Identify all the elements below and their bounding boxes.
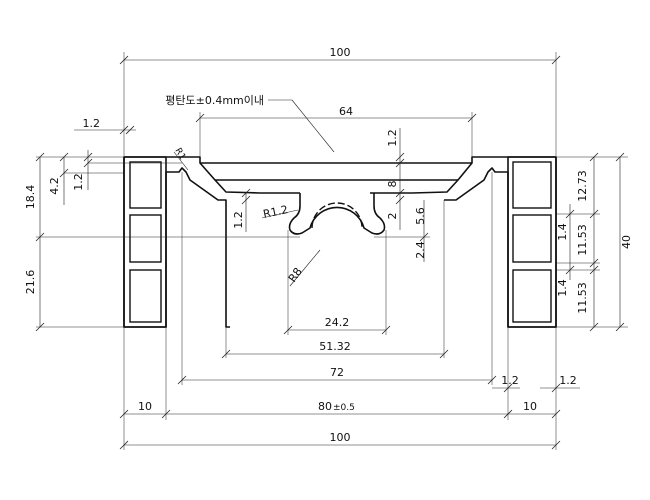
left-leg: [123, 156, 167, 328]
left-cavity-1: [129, 161, 162, 209]
dim-right-14a: 1.4: [556, 223, 569, 241]
dim-width-72: 72: [330, 366, 344, 379]
dim-width-10-left: 10: [138, 400, 152, 413]
dim-center-24: 2.4: [414, 241, 427, 259]
dim-left-sub-b: 1.2: [72, 173, 85, 191]
dim-width-80: 80: [318, 400, 332, 413]
dim-width-12b: 1.2: [559, 374, 577, 387]
center-arch-inner: [311, 202, 363, 229]
dim-left-lower: 21.6: [24, 270, 37, 295]
center-arch: [288, 193, 386, 235]
dim-right-1273: 12.73: [576, 170, 589, 202]
dim-width-80-tolerance: ±0.5: [333, 403, 355, 413]
dim-overall-top: 100: [330, 46, 351, 59]
dim-wall-left: 1.2: [83, 117, 101, 130]
right-cavity-2: [512, 214, 552, 263]
left-cavity-3: [129, 269, 162, 323]
dim-right-total: 40: [620, 235, 633, 249]
dim-center-12: 1.2: [232, 211, 245, 229]
dim-left-total: 18.4: [24, 185, 37, 210]
extrusion-profile: [123, 156, 557, 328]
dim-right-1153a: 11.53: [576, 224, 589, 256]
right-cavity-1: [512, 161, 552, 209]
right-leg: [507, 156, 557, 328]
dim-center-upper: 8: [386, 181, 399, 188]
dim-left-sub-a: 4.2: [48, 177, 61, 195]
top-plate: [200, 162, 472, 181]
dim-radius-r12: R1.2: [262, 203, 289, 221]
dim-width-5132: 51.32: [319, 340, 351, 353]
flatness-note: 평탄도±0.4mm이내: [165, 94, 264, 107]
dimension-lines: [35, 55, 625, 450]
dim-center-56: 5.6: [414, 207, 427, 225]
dim-width-12a: 1.2: [501, 374, 519, 387]
dimension-labels: 100 64 평탄도±0.4mm이내 1.2 1.2 18.4 4.2 1.2 …: [24, 46, 633, 444]
left-cavity-2: [129, 214, 162, 263]
dim-width-10-right: 10: [523, 400, 537, 413]
dim-lip-height: 1.2: [386, 129, 399, 147]
dim-overall-bottom: 100: [330, 431, 351, 444]
extension-lines: [36, 52, 628, 450]
dim-center-gap: 2: [386, 213, 399, 220]
dim-top-plate: 64: [339, 105, 353, 118]
dim-width-242: 24.2: [325, 316, 350, 329]
dim-right-14b: 1.4: [556, 279, 569, 297]
dim-right-1153b: 11.53: [576, 282, 589, 314]
right-cavity-3: [512, 269, 552, 323]
